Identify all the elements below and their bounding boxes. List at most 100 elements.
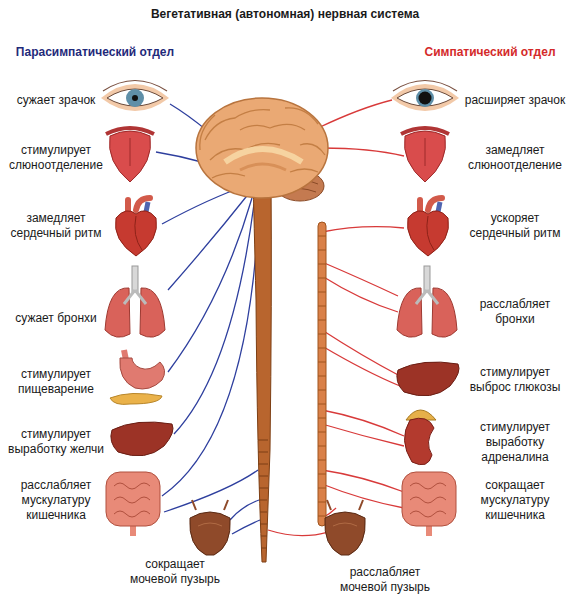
- eye-illustration: [419, 92, 432, 105]
- tongue-illustration: [404, 131, 445, 182]
- sympathetic-nerves: [322, 276, 398, 312]
- effect-label: сокращает мускулатуру кишечника: [463, 478, 567, 523]
- brain: [285, 108, 318, 124]
- parasympathetic-nerves: [232, 520, 260, 534]
- effect-label: стимулирует выработку адреналина: [463, 420, 567, 465]
- eye-illustration: [126, 89, 144, 107]
- bladder-illustration: [327, 500, 363, 510]
- lungs-illustration: [432, 288, 457, 337]
- parasympathetic-nerves: [162, 240, 257, 496]
- effect-label: замедляет сердечный ритм: [4, 211, 108, 241]
- intestine-illustration: [114, 483, 150, 517]
- heart-illustration: [115, 211, 156, 256]
- sympathetic-nerves: [322, 410, 404, 436]
- sympathetic-chain: [318, 236, 326, 516]
- eye-illustration: [101, 81, 169, 112]
- bladder-illustration: [333, 523, 357, 526]
- heart-illustration: [135, 216, 142, 250]
- tongue-illustration: [425, 138, 426, 166]
- brain: [290, 169, 318, 172]
- eye-illustration: [132, 95, 138, 101]
- eye-illustration: [391, 81, 459, 112]
- sympathetic-nerves: [322, 262, 398, 296]
- tongue-illustration: [130, 138, 131, 166]
- effect-label: стимулирует выброс глюкозы: [463, 365, 567, 395]
- effect-label: стимулирует слюноотделение: [4, 143, 108, 173]
- sympathetic-nerves: [322, 424, 404, 446]
- effect-label: сужает зрачок: [4, 93, 108, 108]
- tongue-illustration: [109, 131, 150, 182]
- lungs-illustration: [132, 266, 138, 292]
- bladder-illustration: [325, 512, 365, 555]
- sympathetic-nerves: [268, 530, 328, 536]
- kidney-illustration: [404, 410, 436, 465]
- liver-illustration: [397, 362, 459, 396]
- lungs-illustration: [105, 266, 165, 337]
- diagram-title: Вегетативная (автономная) нервная систем…: [151, 7, 419, 22]
- brain: [200, 115, 215, 150]
- brain: [205, 110, 270, 140]
- bladder-illustration: [325, 500, 365, 555]
- sympathetic-nerves: [318, 100, 392, 128]
- liver-illustration: [397, 362, 459, 396]
- lungs-illustration: [124, 290, 146, 304]
- heart-illustration: [407, 198, 448, 256]
- parasympathetic-nerves: [230, 500, 259, 520]
- sympathetic-nerves: [322, 346, 400, 386]
- heart-illustration: [438, 202, 440, 212]
- bladder-illustration: [190, 512, 230, 555]
- stomach-illustration: [110, 393, 162, 404]
- brain: [225, 149, 302, 162]
- stomach-illustration: [110, 350, 165, 404]
- heart-illustration: [128, 198, 150, 212]
- brain: [212, 173, 245, 178]
- heart-illustration: [146, 202, 148, 212]
- brain: [196, 98, 328, 201]
- effect-label: расслабляет мускулатуру кишечника: [4, 478, 108, 523]
- heart-illustration: [427, 216, 434, 250]
- parasympathetic-nerves: [174, 204, 254, 434]
- effect-label: замедляет слюноотделение: [463, 143, 567, 173]
- lungs-illustration: [416, 290, 438, 304]
- parasympathetic-nerves: [164, 470, 258, 512]
- liver-illustration: [111, 422, 173, 456]
- sympathetic-nerves: [322, 227, 404, 232]
- bladder-illustration: [190, 500, 230, 555]
- bladder-illustration: [192, 500, 228, 510]
- lungs-illustration: [140, 288, 165, 337]
- intestine-illustration: [106, 472, 160, 526]
- eye-illustration: [397, 89, 453, 106]
- section-heading: Симпатический отдел: [424, 45, 555, 60]
- effect-label: расширяет зрачок: [463, 93, 567, 108]
- sympathetic-chain: [318, 222, 326, 526]
- brain: [200, 108, 325, 178]
- kidney-illustration: [404, 418, 434, 465]
- spinal-cord: [258, 440, 268, 548]
- brain: [240, 124, 305, 130]
- eye-illustration: [391, 84, 459, 111]
- bladder-illustration: [198, 523, 222, 526]
- stomach-illustration: [120, 358, 165, 389]
- effect-label: стимулирует пищеварение: [4, 367, 108, 397]
- eye-illustration: [393, 81, 457, 92]
- heart-illustration: [115, 198, 156, 256]
- intestine-illustration: [410, 483, 446, 517]
- eye-illustration: [416, 89, 434, 107]
- effect-label: сужает бронхи: [4, 311, 108, 326]
- intestine-illustration: [402, 472, 456, 536]
- liver-illustration: [111, 422, 173, 456]
- effect-label: расслабляет бронхи: [463, 297, 567, 327]
- tongue-illustration: [106, 128, 154, 182]
- effect-label: сокращает мочевой пузырь: [125, 557, 225, 587]
- eye-illustration: [101, 84, 169, 111]
- brain: [240, 164, 286, 170]
- spinal-cord: [253, 175, 271, 562]
- lungs-illustration: [105, 288, 130, 337]
- effect-label: стимулирует выработку желчи: [4, 427, 108, 457]
- lungs-illustration: [424, 266, 430, 292]
- sympathetic-nerves: [322, 148, 404, 156]
- effect-label: ускоряет сердечный ритм: [463, 211, 567, 241]
- lungs-illustration: [397, 266, 457, 337]
- sympathetic-chain: [318, 222, 326, 526]
- spinal-cord: [253, 175, 271, 562]
